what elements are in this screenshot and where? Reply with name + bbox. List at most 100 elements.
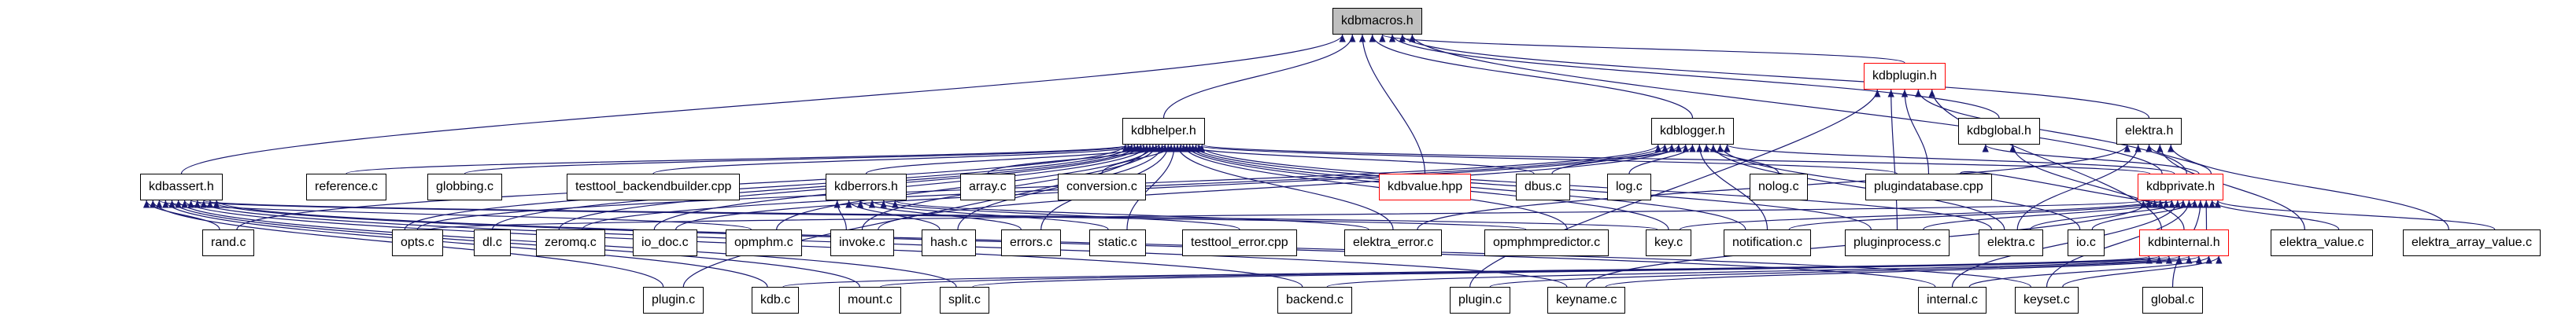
graph-node-key-c[interactable]: key.c: [1646, 229, 1692, 256]
include-edge: [892, 200, 1369, 230]
include-edge: [1180, 144, 1568, 230]
include-edge: [1928, 89, 2163, 230]
graph-node-kdbprivate-h[interactable]: kdbprivate.h: [2138, 174, 2224, 200]
include-edge: [430, 200, 2146, 230]
include-edge: [1887, 89, 1898, 230]
include-edge: [857, 200, 1022, 230]
graph-node-plugin-c-2[interactable]: plugin.c: [1450, 287, 1511, 314]
graph-node-io-doc-c[interactable]: io_doc.c: [633, 229, 697, 256]
graph-node-keyset-c[interactable]: keyset.c: [2015, 287, 2079, 314]
graph-node-plugin-c-1[interactable]: plugin.c: [643, 287, 704, 314]
include-edge: [416, 144, 1661, 230]
include-edge: [1915, 89, 2187, 174]
graph-node-kdbhelper-h[interactable]: kdbhelper.h: [1122, 118, 1205, 145]
include-edge: [142, 200, 220, 230]
include-edge: [845, 200, 941, 230]
graph-node-kdbmacros-h[interactable]: kdbmacros.h: [1332, 8, 1422, 35]
include-edge: [491, 144, 1141, 230]
include-edge: [346, 144, 1132, 174]
graph-node-elektra-error-c[interactable]: elektra_error.c: [1344, 229, 1443, 256]
include-edge: [1901, 89, 1930, 174]
graph-node-pluginprocess-c[interactable]: pluginprocess.c: [1845, 229, 1950, 256]
include-edge: [878, 144, 1682, 230]
graph-node-kdbplugin-h[interactable]: kdbplugin.h: [1864, 63, 1946, 90]
graph-node-errors-c[interactable]: errors.c: [1001, 229, 1062, 256]
graph-node-kdbinternal-h[interactable]: kdbinternal.h: [2139, 229, 2229, 256]
graph-node-opts-c[interactable]: opts.c: [392, 229, 443, 256]
include-edge: [1326, 255, 2182, 288]
include-edge: [2009, 144, 2185, 230]
include-edge: [2016, 144, 2142, 230]
graph-node-kdblogger-h[interactable]: kdblogger.h: [1651, 118, 1734, 145]
include-edge: [1469, 89, 1881, 288]
include-edge: [2157, 144, 2305, 230]
include-edge: [1379, 34, 1905, 64]
include-edge: [1696, 144, 1768, 230]
include-edge: [1679, 200, 2158, 230]
graph-node-plugindatabase-cpp[interactable]: plugindatabase.cpp: [1865, 174, 1992, 200]
graph-node-reference-c[interactable]: reference.c: [306, 174, 387, 200]
graph-node-testtool-error-cpp[interactable]: testtool_error.cpp: [1182, 229, 1297, 256]
include-edge: [1702, 144, 1780, 174]
graph-node-global-c[interactable]: global.c: [2142, 287, 2204, 314]
include-edge: [880, 255, 2162, 288]
include-edge: [1951, 200, 2182, 288]
include-edge: [1399, 34, 2150, 119]
include-edge: [1192, 144, 1898, 174]
include-edge: [1923, 200, 2170, 230]
graph-node-conversion-c[interactable]: conversion.c: [1058, 174, 1146, 200]
graph-node-split-c[interactable]: split.c: [940, 287, 989, 314]
include-edge: [1388, 34, 2000, 119]
graph-node-array-c[interactable]: array.c: [960, 174, 1015, 200]
include-edge: [1982, 144, 2200, 174]
graph-node-elektra-array-value-c[interactable]: elektra_array_value.c: [2403, 229, 2541, 256]
graph-node-opmphmpredictor-c[interactable]: opmphmpredictor.c: [1484, 229, 1610, 256]
include-edge: [880, 200, 1240, 230]
graph-node-log-c[interactable]: log.c: [1607, 174, 1651, 200]
include-edge: [1199, 144, 2151, 174]
include-edge: [972, 255, 2172, 288]
include-edge: [675, 144, 1676, 230]
include-edge: [207, 200, 1936, 288]
graph-node-elektra-c[interactable]: elektra.c: [1979, 229, 2044, 256]
graph-node-globbing-c[interactable]: globbing.c: [427, 174, 502, 200]
include-edge: [201, 200, 1658, 230]
include-edge: [1960, 171, 2175, 208]
include-edge: [1724, 144, 2175, 174]
graph-node-dbus-c[interactable]: dbus.c: [1516, 174, 1571, 200]
graph-node-opmphm-c[interactable]: opmphm.c: [726, 229, 802, 256]
graph-node-testtool-backendbuilder-cpp[interactable]: testtool_backendbuilder.cpp: [567, 174, 741, 200]
include-edge: [2168, 144, 2449, 230]
graph-node-notification-c[interactable]: notification.c: [1724, 229, 1811, 256]
graph-node-elektra-h[interactable]: elektra.h: [2116, 118, 2182, 145]
graph-node-kdbglobal-h[interactable]: kdbglobal.h: [1958, 118, 2040, 145]
include-edge: [2062, 255, 2223, 288]
graph-node-keyname-c[interactable]: keyname.c: [1547, 287, 1626, 314]
graph-node-io-c[interactable]: io.c: [2068, 229, 2105, 256]
include-edge: [1709, 144, 2005, 230]
include-edge: [2214, 200, 2496, 230]
include-edge: [162, 200, 768, 288]
graph-node-dl-c[interactable]: dl.c: [474, 229, 511, 256]
graph-node-kdbassert-h[interactable]: kdbassert.h: [140, 174, 223, 200]
graph-node-kdbvalue-hpp[interactable]: kdbvalue.hpp: [1379, 174, 1472, 200]
graph-node-internal-c[interactable]: internal.c: [1918, 287, 1987, 314]
graph-node-nolog-c[interactable]: nolog.c: [1750, 174, 1808, 200]
graph-node-hash-c[interactable]: hash.c: [922, 229, 977, 256]
include-edge: [2145, 144, 2212, 174]
include-edge: [1162, 34, 1356, 119]
graph-node-rand-c[interactable]: rand.c: [202, 229, 255, 256]
graph-node-mount-c[interactable]: mount.c: [839, 287, 901, 314]
graph-node-kdberrors-h[interactable]: kdberrors.h: [826, 174, 907, 200]
graph-node-backend-c[interactable]: backend.c: [1277, 287, 1352, 314]
graph-node-static-c[interactable]: static.c: [1089, 229, 1146, 256]
graph-node-elektra-value-c[interactable]: elektra_value.c: [2271, 229, 2373, 256]
graph-node-zeromq-c[interactable]: zeromq.c: [536, 229, 605, 256]
include-edge: [1358, 34, 1426, 174]
include-edge: [1409, 34, 2163, 174]
include-edge: [188, 200, 1527, 230]
graph-node-invoke-c[interactable]: invoke.c: [830, 229, 894, 256]
graph-node-kdb-c[interactable]: kdb.c: [752, 287, 800, 314]
